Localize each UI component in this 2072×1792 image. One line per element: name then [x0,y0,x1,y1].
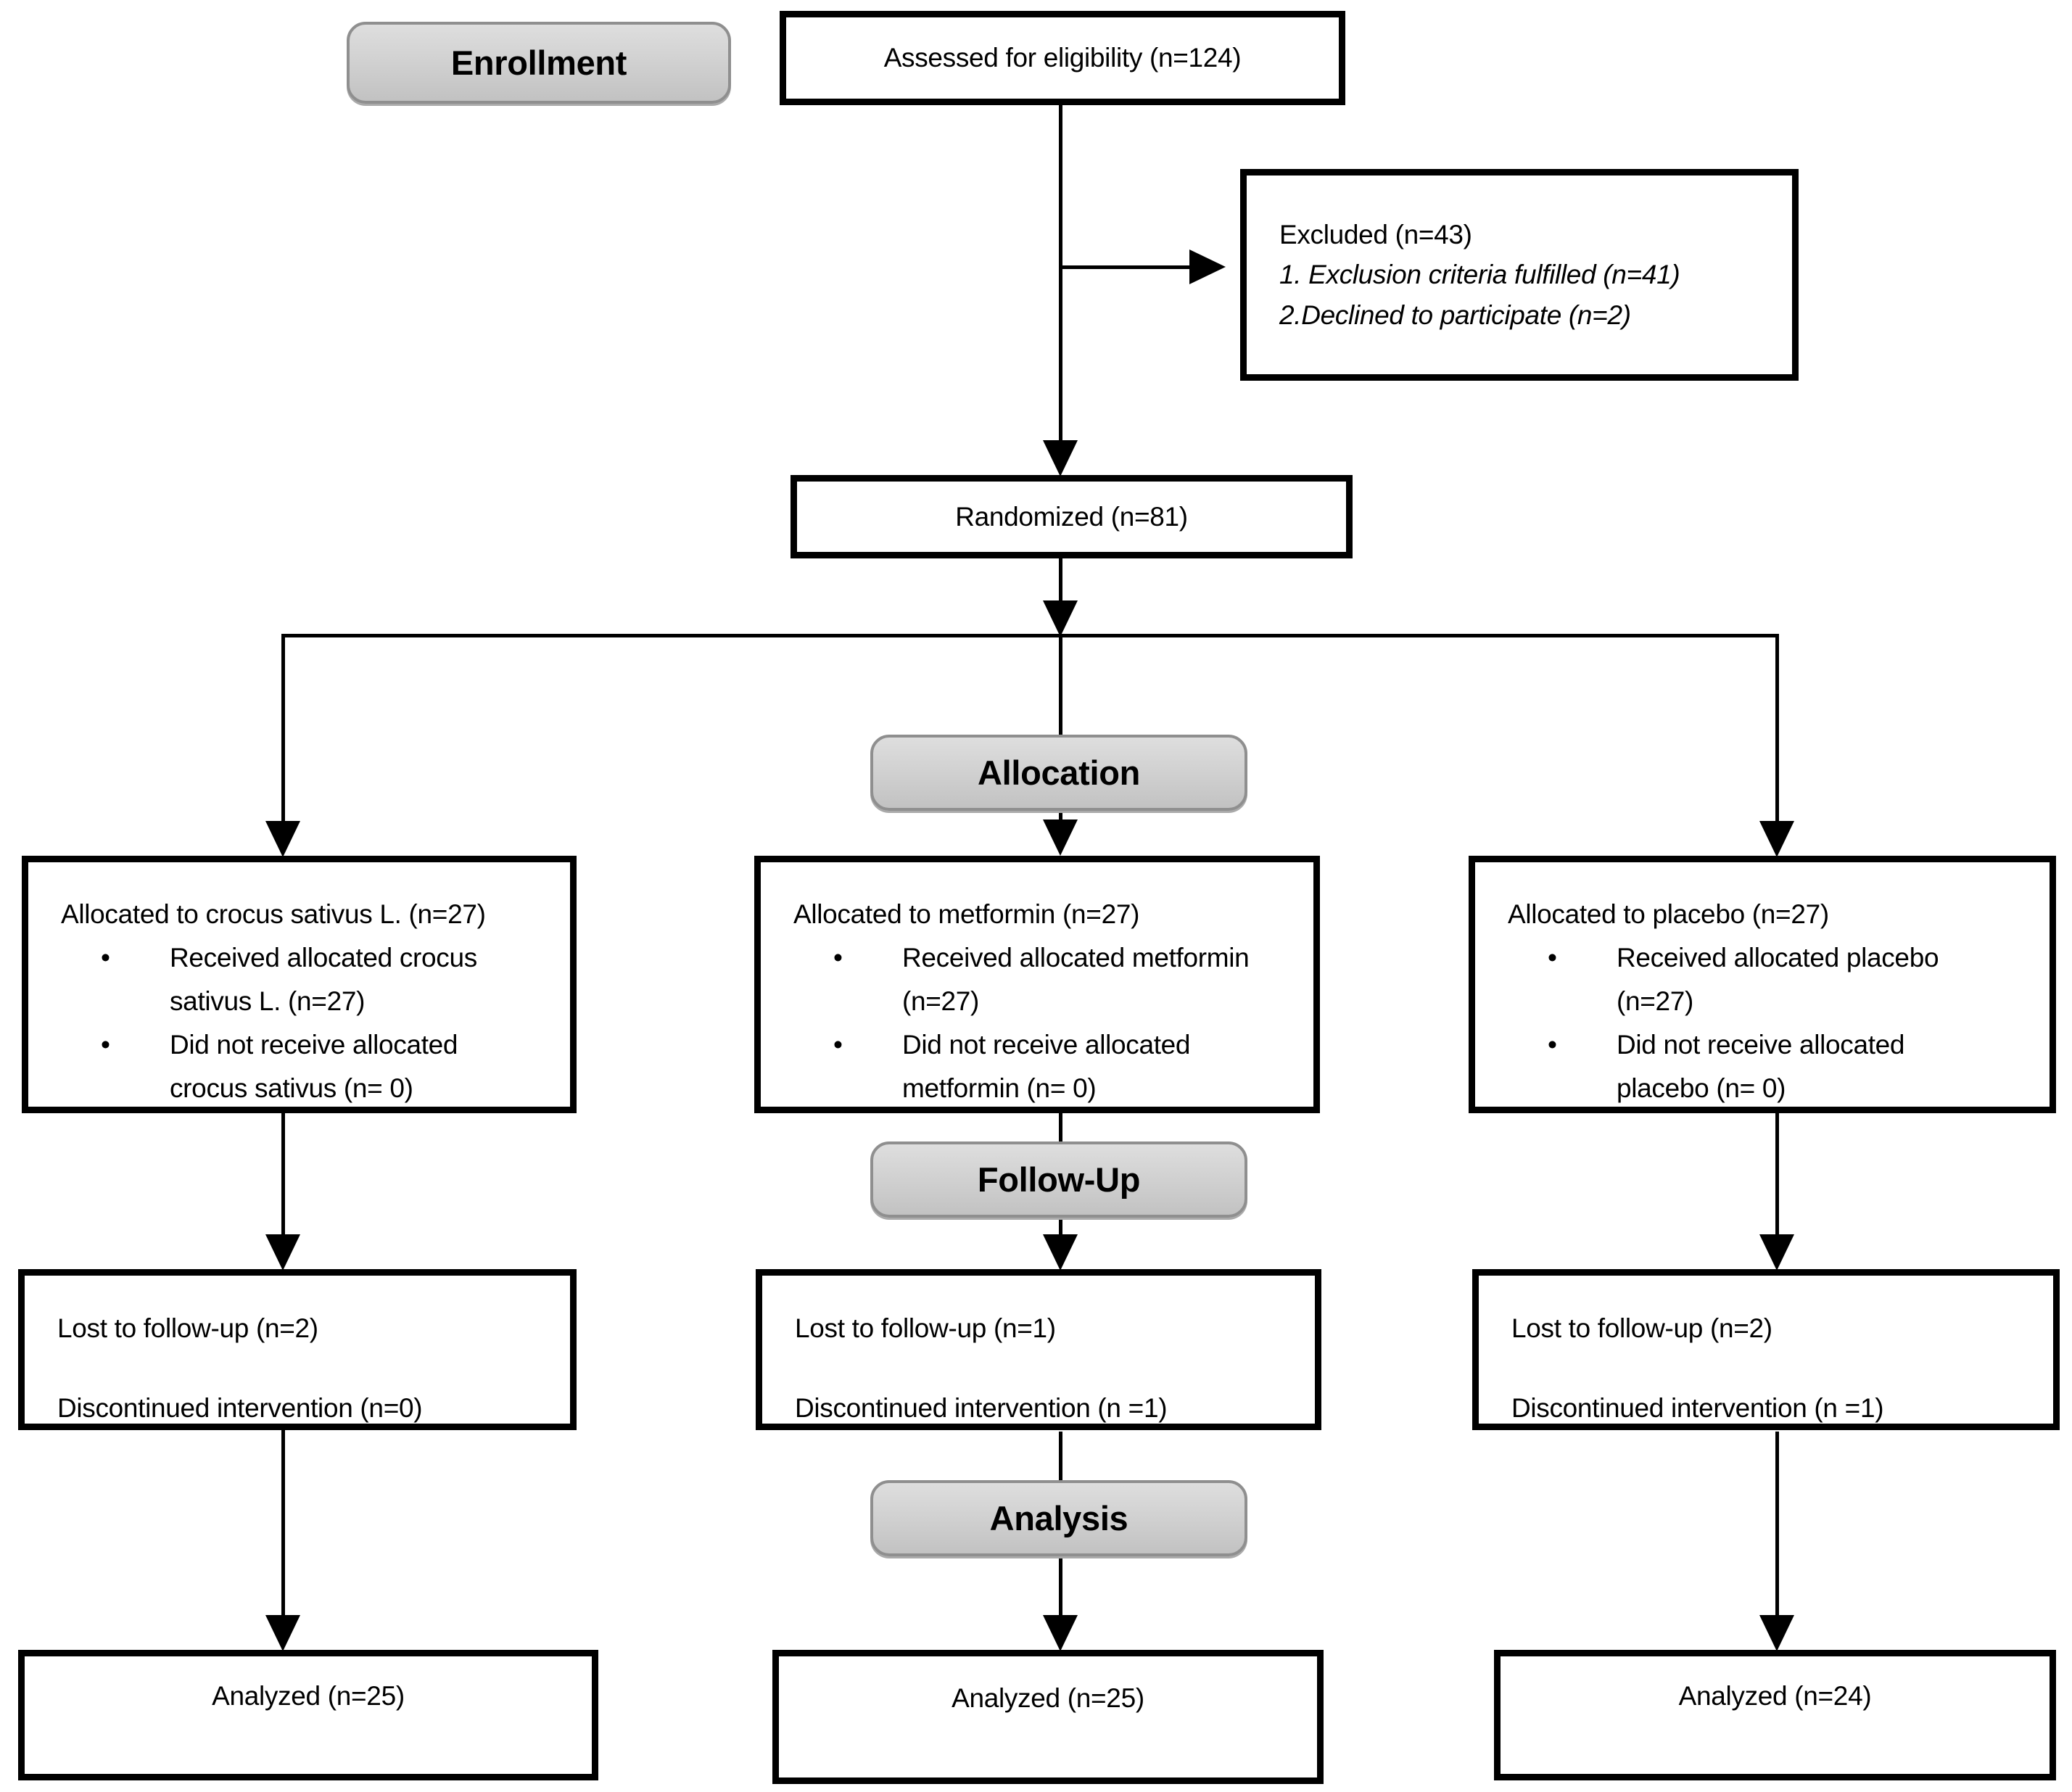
connector-line [281,634,285,822]
allocation-title: Allocated to metformin (n=27) [793,899,1140,929]
analyzed-box-crocus: Analyzed (n=25) [18,1650,598,1780]
connector-line [1775,1432,1779,1616]
connector-line [1059,105,1062,441]
connector-line [281,1430,285,1616]
analyzed-text: Analyzed (n=25) [952,1682,1144,1713]
bullet-line: Did not receive allocated [902,1030,1191,1060]
allocation-title: Allocated to placebo (n=27) [1508,899,1829,929]
analyzed-box-placebo: Analyzed (n=24) [1494,1650,2056,1780]
bullet-line: (n=27) [1617,986,1694,1016]
bullet-item: • Did not receive allocated crocus sativ… [61,1023,556,1110]
analyzed-text: Analyzed (n=25) [212,1681,405,1712]
bullet-item: • Did not receive allocated metformin (n… [793,1023,1299,1110]
bullet-line: Did not receive allocated [170,1030,458,1060]
arrow-down-icon [1043,600,1078,637]
bullet-icon: • [101,943,110,973]
assessed-eligibility-text: Assessed for eligibility (n=124) [883,43,1242,73]
arrow-down-icon [1759,1615,1794,1651]
arrow-down-icon [1043,819,1078,856]
arrow-down-icon [265,821,300,857]
randomized-box: Randomized (n=81) [791,475,1353,558]
bullet-icon: • [833,943,843,973]
bullet-line: sativus L. (n=27) [170,986,366,1016]
discontinued-text: Discontinued intervention (n =1) [795,1392,1168,1423]
bullet-item: • Received allocated metformin (n=27) [793,936,1299,1023]
allocation-stage-label: Allocation [870,735,1247,811]
bullet-line: metformin (n= 0) [902,1073,1097,1103]
arrow-right-icon [1189,249,1226,284]
followup-stage-label: Follow-Up [870,1141,1247,1218]
discontinued-text: Discontinued intervention (n =1) [1511,1392,1884,1423]
arrow-down-icon [1043,1234,1078,1271]
excluded-box: Excluded (n=43) 1. Exclusion criteria fu… [1240,169,1799,381]
arrow-down-icon [1759,821,1794,857]
lost-to-followup-text: Lost to follow-up (n=2) [57,1313,318,1343]
bullet-line: Did not receive allocated [1617,1030,1905,1060]
allocation-title: Allocated to crocus sativus L. (n=27) [61,899,486,929]
bullet-icon: • [101,1030,110,1060]
connector-line [1060,265,1189,269]
bullet-line: (n=27) [902,986,980,1016]
followup-box-placebo: Lost to follow-up (n=2) Discontinued int… [1472,1269,2060,1430]
bullet-item: • Received allocated placebo (n=27) [1508,936,2035,1023]
arrow-down-icon [265,1615,300,1651]
bullet-item: • Did not receive allocated placebo (n= … [1508,1023,2035,1110]
bullet-line: Received allocated crocus [170,943,477,973]
bullet-line: placebo (n= 0) [1617,1073,1786,1103]
bullet-icon: • [1548,943,1557,973]
lost-to-followup-text: Lost to follow-up (n=2) [1511,1313,1772,1343]
assessed-eligibility-box: Assessed for eligibility (n=124) [780,11,1345,105]
followup-box-crocus: Lost to follow-up (n=2) Discontinued int… [18,1269,577,1430]
analyzed-text: Analyzed (n=24) [1678,1681,1872,1712]
allocation-box-crocus: Allocated to crocus sativus L. (n=27) • … [22,856,577,1113]
bullet-item: • Received allocated crocus sativus L. (… [61,936,556,1023]
connector-line [1059,558,1062,603]
bullet-icon: • [1548,1030,1557,1060]
followup-box-metformin: Lost to follow-up (n=1) Discontinued int… [756,1269,1321,1430]
bullet-icon: • [833,1030,843,1060]
arrow-down-icon [1043,1615,1078,1651]
connector-line [1775,634,1779,822]
arrow-down-icon [1759,1234,1794,1271]
connector-line [1775,1113,1779,1236]
excluded-title: Excluded (n=43) [1279,219,1472,249]
bullet-line: crocus sativus (n= 0) [170,1073,413,1103]
bullet-line: Received allocated placebo [1617,943,1939,973]
excluded-reason: 1. Exclusion criteria fulfilled (n=41) [1279,260,1680,290]
lost-to-followup-text: Lost to follow-up (n=1) [795,1313,1056,1343]
connector-line [1059,634,1062,821]
discontinued-text: Discontinued intervention (n=0) [57,1392,423,1423]
arrow-down-icon [1043,440,1078,476]
excluded-reason: 2.Declined to participate (n=2) [1279,300,1631,330]
connector-line [281,1113,285,1236]
arrow-down-icon [265,1234,300,1271]
branch-line [281,634,1779,637]
randomized-text: Randomized (n=81) [955,501,1188,532]
enrollment-stage-label: Enrollment [347,22,731,104]
analyzed-box-metformin: Analyzed (n=25) [772,1650,1324,1784]
allocation-box-metformin: Allocated to metformin (n=27) • Received… [754,856,1320,1113]
bullet-line: Received allocated metformin [902,943,1250,973]
analysis-stage-label: Analysis [870,1480,1247,1556]
allocation-box-placebo: Allocated to placebo (n=27) • Received a… [1469,856,2056,1113]
